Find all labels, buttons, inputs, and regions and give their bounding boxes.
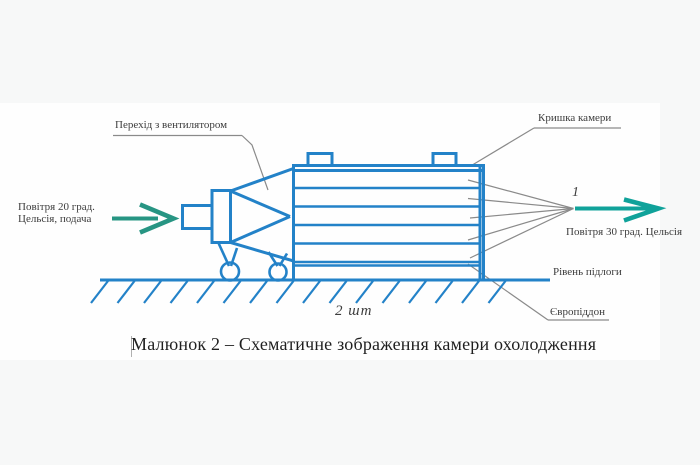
hatch-stroke bbox=[222, 280, 242, 304]
lid-leader-line bbox=[471, 127, 535, 167]
hatch-stroke bbox=[381, 280, 401, 304]
inlet-arrow-head-icon bbox=[139, 202, 180, 235]
fan-leader-line bbox=[241, 135, 269, 191]
hatch-stroke bbox=[328, 280, 348, 304]
hatch-stroke bbox=[408, 280, 427, 304]
figure-caption: Малюнок 2 – Схематичне зображення камери… bbox=[131, 334, 597, 354]
tray-lines bbox=[293, 186, 480, 267]
chamber-lid-label: Кришка камери bbox=[538, 112, 612, 124]
floor-level-label: Рівень підлоги bbox=[553, 266, 622, 278]
hatch-stroke bbox=[461, 280, 480, 304]
cone-diagonal bbox=[229, 189, 291, 218]
outlet-arrow-head-icon bbox=[623, 197, 667, 223]
hatch-stroke bbox=[90, 280, 109, 304]
item-reference-number: 1 bbox=[572, 185, 579, 200]
europallet-label: Європіддон bbox=[550, 306, 605, 318]
hatch-stroke bbox=[487, 280, 507, 304]
lid-block bbox=[306, 152, 334, 167]
hatch-stroke bbox=[169, 280, 189, 304]
fan-transition-label: Перехід з вентилятором bbox=[115, 119, 228, 131]
tray-ref-line bbox=[467, 179, 574, 210]
cone-diagonal bbox=[229, 215, 291, 244]
hatch-stroke bbox=[196, 280, 215, 304]
air-inlet-label-line1: Повітря 20 град. bbox=[18, 201, 95, 213]
inlet-nozzle bbox=[181, 204, 214, 230]
hatch-stroke bbox=[355, 280, 374, 304]
airflow-arrows bbox=[112, 197, 667, 235]
tray-ref-line bbox=[467, 197, 574, 210]
hatch-stroke bbox=[275, 280, 295, 304]
hatch-stroke bbox=[249, 280, 268, 304]
air-inlet-label: Повітря 20 град. Цельсія, подача bbox=[18, 201, 95, 225]
wheel bbox=[268, 262, 288, 282]
hatch-stroke bbox=[116, 280, 136, 304]
hatch-stroke bbox=[302, 280, 321, 304]
machine-drawing bbox=[90, 152, 550, 304]
fan-housing bbox=[210, 189, 232, 244]
hatch-stroke bbox=[143, 280, 162, 304]
quantity-note: 2 шт bbox=[335, 303, 373, 319]
document-content-area bbox=[0, 103, 660, 360]
tray-ref-line bbox=[469, 207, 574, 259]
floor-hatching bbox=[90, 280, 507, 304]
tray-ref-line bbox=[469, 207, 574, 219]
hatch-stroke bbox=[434, 280, 454, 304]
air-outlet-label: Повітря 30 град. Цельсія bbox=[566, 226, 683, 238]
lid-block bbox=[431, 152, 458, 167]
tray-ref-line bbox=[467, 207, 574, 241]
air-inlet-label-line2: Цельсія, подача bbox=[18, 212, 92, 225]
